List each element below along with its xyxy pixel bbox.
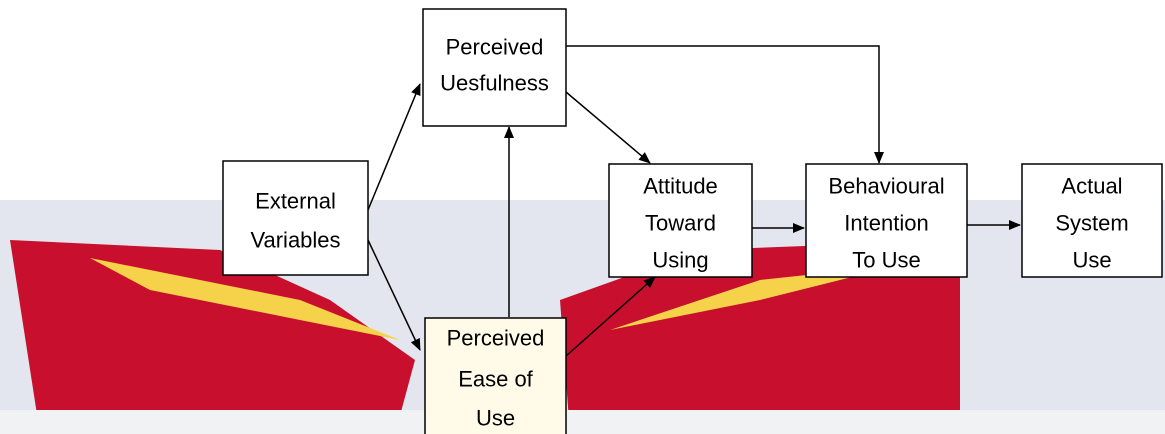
node-attitude-line-3: Using bbox=[652, 248, 708, 273]
node-external-variables: External Variables bbox=[222, 160, 369, 276]
edge-ease-to-attitude bbox=[565, 276, 656, 357]
node-perceived-usefulness-line-2: Uesfulness bbox=[440, 71, 549, 96]
node-external-variables-line-2: Variables bbox=[250, 228, 340, 253]
edge-usefulness-to-intention bbox=[566, 45, 884, 164]
node-perceived-ease-of-use-line-1: Perceived bbox=[447, 326, 545, 351]
node-actual-system-use: Actual System Use bbox=[1021, 163, 1163, 278]
node-perceived-usefulness: Perceived Uesfulness bbox=[422, 8, 567, 127]
node-perceived-usefulness-line-1: Perceived bbox=[446, 35, 544, 60]
nodes: Perceived Uesfulness External Variables … bbox=[222, 8, 1163, 434]
watermark-left-wing bbox=[10, 240, 415, 434]
node-attitude: Attitude Toward Using bbox=[608, 163, 753, 278]
node-external-variables-box bbox=[222, 160, 369, 276]
edge-usefulness-to-attitude bbox=[565, 91, 651, 164]
node-perceived-ease-of-use-line-3: Use bbox=[476, 406, 515, 431]
edges bbox=[367, 45, 1021, 357]
node-external-variables-line-1: External bbox=[255, 189, 336, 214]
watermark-bottom-band bbox=[0, 410, 1165, 434]
node-actual-system-use-line-3: Use bbox=[1072, 248, 1111, 273]
watermark bbox=[0, 200, 1165, 434]
edge-external-to-usefulness bbox=[367, 83, 421, 211]
edge-external-to-ease bbox=[367, 239, 421, 351]
node-attitude-line-2: Toward bbox=[645, 211, 716, 236]
node-perceived-ease-of-use-line-2: Ease of bbox=[458, 367, 533, 392]
node-perceived-ease-of-use-box bbox=[424, 317, 567, 434]
node-behavioural-intention-line-2: Intention bbox=[844, 211, 928, 236]
node-actual-system-use-line-1: Actual bbox=[1061, 174, 1122, 199]
node-attitude-line-1: Attitude bbox=[643, 174, 718, 199]
watermark-gold-feathers bbox=[90, 258, 900, 340]
node-attitude-box bbox=[608, 163, 753, 278]
node-actual-system-use-line-2: System bbox=[1055, 211, 1128, 236]
node-behavioural-intention-box bbox=[805, 163, 968, 278]
node-behavioural-intention: Behavioural Intention To Use bbox=[805, 163, 968, 278]
node-behavioural-intention-line-3: To Use bbox=[852, 248, 920, 273]
node-behavioural-intention-line-1: Behavioural bbox=[828, 174, 944, 199]
node-perceived-usefulness-box bbox=[422, 8, 567, 127]
node-perceived-ease-of-use: Perceived Ease of Use bbox=[424, 317, 567, 434]
watermark-right-wing bbox=[560, 240, 960, 434]
node-actual-system-use-box bbox=[1021, 163, 1163, 278]
